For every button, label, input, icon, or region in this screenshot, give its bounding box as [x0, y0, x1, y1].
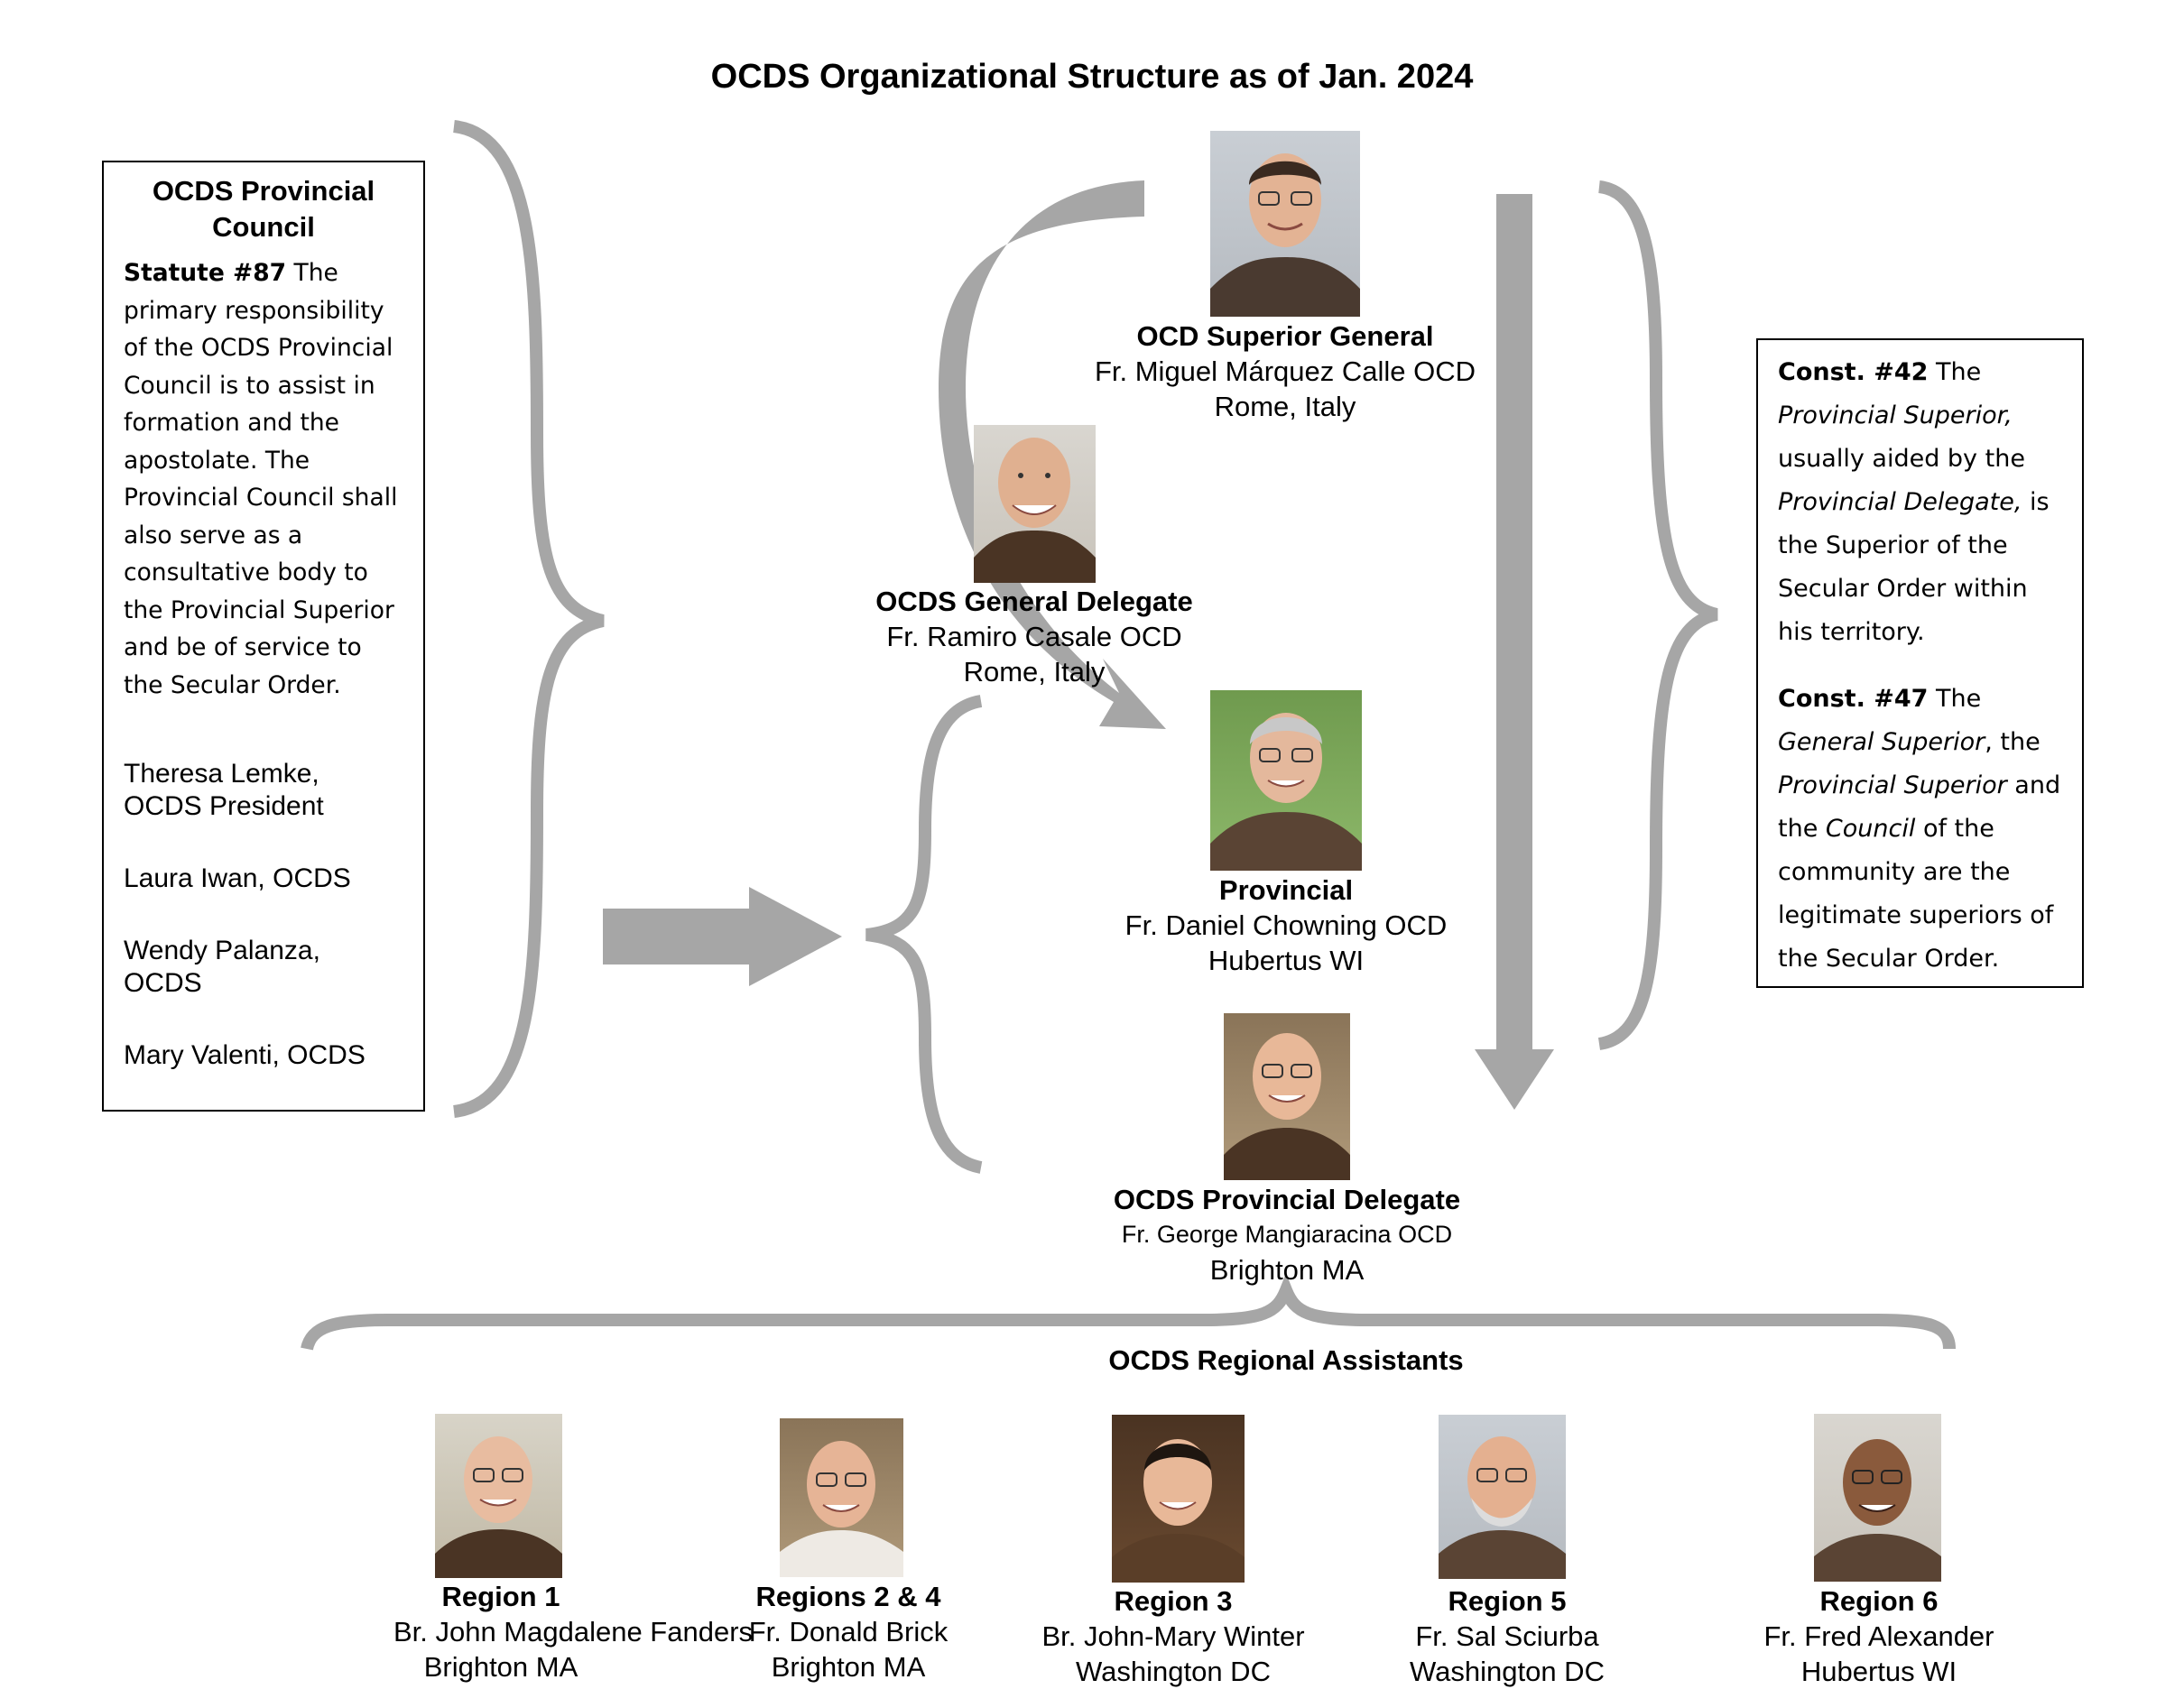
role: Regions 2 & 4 [755, 1581, 941, 1612]
const-italic: Provincial Superior [1778, 771, 2007, 799]
vertical-down-arrow [1475, 194, 1554, 1110]
role: Region 1 [441, 1581, 560, 1612]
person-location: Brighton MA [1209, 1254, 1365, 1286]
const-text: The [1928, 358, 1982, 386]
const-47-label: Const. #47 [1778, 685, 1929, 713]
regional-assistants-title: OCDS Regional Assistants [1108, 1344, 1464, 1376]
const-42-label: Const. #42 [1778, 358, 1929, 386]
const-47: Const. #47 The General Superior, the Pro… [1778, 678, 2066, 981]
region-6-label: Region 6 Fr. Fred Alexander Hubertus WI [1744, 1583, 2014, 1689]
const-italic: Council [1825, 815, 1916, 843]
region-3-label: Region 3 Br. John-Mary Winter Washington… [1038, 1583, 1309, 1689]
role: Region 3 [1114, 1585, 1233, 1617]
council-member: Theresa Lemke, OCDS President [124, 759, 324, 821]
role: Provincial [1218, 874, 1354, 906]
person-location: Washington DC [1410, 1656, 1605, 1687]
person-name: Fr. Fred Alexander [1763, 1620, 1994, 1652]
person-name: Fr. Ramiro Casale OCD [886, 621, 1182, 652]
const-italic: Provincial Delegate, [1778, 488, 2022, 516]
council-member: Wendy Palanza, OCDS [124, 936, 320, 998]
const-text: , the [1985, 728, 2041, 756]
region-5-label: Region 5 Fr. Sal Sciurba Washington DC [1372, 1583, 1643, 1689]
provincial-delegate-label: OCDS Provincial Delegate Fr. George Mang… [1061, 1182, 1513, 1288]
person-location: Rome, Italy [963, 656, 1106, 688]
role: OCDS Provincial Delegate [1113, 1184, 1461, 1215]
regional-brace [301, 1273, 1956, 1351]
general-delegate-label: OCDS General Delegate Fr. Ramiro Casale … [809, 584, 1260, 689]
person-location: Rome, Italy [1214, 391, 1356, 422]
council-member: Mary Valenti, OCDS [124, 1040, 366, 1070]
constitutions-box: Const. #42 The Provincial Superior, usua… [1756, 338, 2084, 988]
council-right-arrow [603, 887, 842, 986]
region-1-photo [435, 1414, 562, 1578]
right-const-brace [1597, 180, 1718, 1050]
const-italic: Provincial Superior, [1778, 401, 2013, 429]
const-text: The [1928, 685, 1982, 713]
const-text: of the community are the legitimate supe… [1778, 815, 2054, 973]
person-name: Fr. Miguel Márquez Calle OCD [1094, 355, 1476, 387]
region-3-photo [1112, 1415, 1245, 1583]
region-2-4-label: Regions 2 & 4 Fr. Donald Brick Brighton … [713, 1579, 984, 1684]
person-location: Hubertus WI [1208, 945, 1365, 976]
superior-general-photo [1210, 131, 1360, 317]
provincial-delegate-photo [1224, 1013, 1350, 1180]
person-location: Washington DC [1076, 1656, 1271, 1687]
region-1-label: Region 1 Br. John Magdalene Fanders Brig… [366, 1579, 753, 1684]
region-2-4-photo [780, 1418, 903, 1577]
statute-87: Statute #87 The primary responsibility o… [124, 254, 403, 704]
person-name: Fr. George Mangiaracina OCD [1121, 1221, 1453, 1248]
provincial-council-box: OCDS Provincial Council Statute #87 The … [102, 161, 425, 1112]
const-text: usually aided by the [1778, 445, 2025, 473]
role: OCD Superior General [1136, 320, 1434, 352]
page-title: OCDS Organizational Structure as of Jan.… [710, 58, 1474, 96]
inner-brace [865, 695, 983, 1174]
const-42: Const. #42 The Provincial Superior, usua… [1778, 351, 2066, 654]
superior-general-label: OCD Superior General Fr. Miguel Márquez … [1060, 318, 1511, 424]
person-location: Brighton MA [771, 1651, 926, 1683]
person-name: Br. John-Mary Winter [1041, 1620, 1305, 1652]
role: OCDS General Delegate [875, 586, 1193, 617]
person-name: Fr. Sal Sciurba [1415, 1620, 1599, 1652]
person-location: Brighton MA [423, 1651, 578, 1683]
region-6-photo [1814, 1414, 1941, 1582]
statute-label: Statute #87 [124, 259, 287, 287]
person-location: Hubertus WI [1800, 1656, 1957, 1687]
const-text: and the [1778, 771, 2061, 843]
person-name: Fr. Donald Brick [748, 1616, 949, 1647]
left-council-brace [452, 120, 605, 1118]
council-title: OCDS Provincial Council [152, 175, 375, 243]
const-italic: General Superior [1778, 728, 1985, 756]
const-text: is the Superior of the Secular Order wit… [1778, 488, 2050, 646]
person-name: Br. John Magdalene Fanders [393, 1616, 754, 1647]
statute-text: The primary responsibility of the OCDS P… [124, 259, 398, 699]
provincial-photo [1210, 690, 1362, 871]
region-5-photo [1439, 1415, 1566, 1579]
role: Region 5 [1448, 1585, 1567, 1617]
provincial-label: Provincial Fr. Daniel Chowning OCD Huber… [1060, 872, 1512, 978]
general-delegate-photo [974, 425, 1096, 583]
council-members: Theresa Lemke, OCDS President Laura Iwan… [124, 758, 403, 1072]
role: Region 6 [1819, 1585, 1939, 1617]
council-member: Laura Iwan, OCDS [124, 863, 351, 893]
person-name: Fr. Daniel Chowning OCD [1124, 909, 1448, 941]
